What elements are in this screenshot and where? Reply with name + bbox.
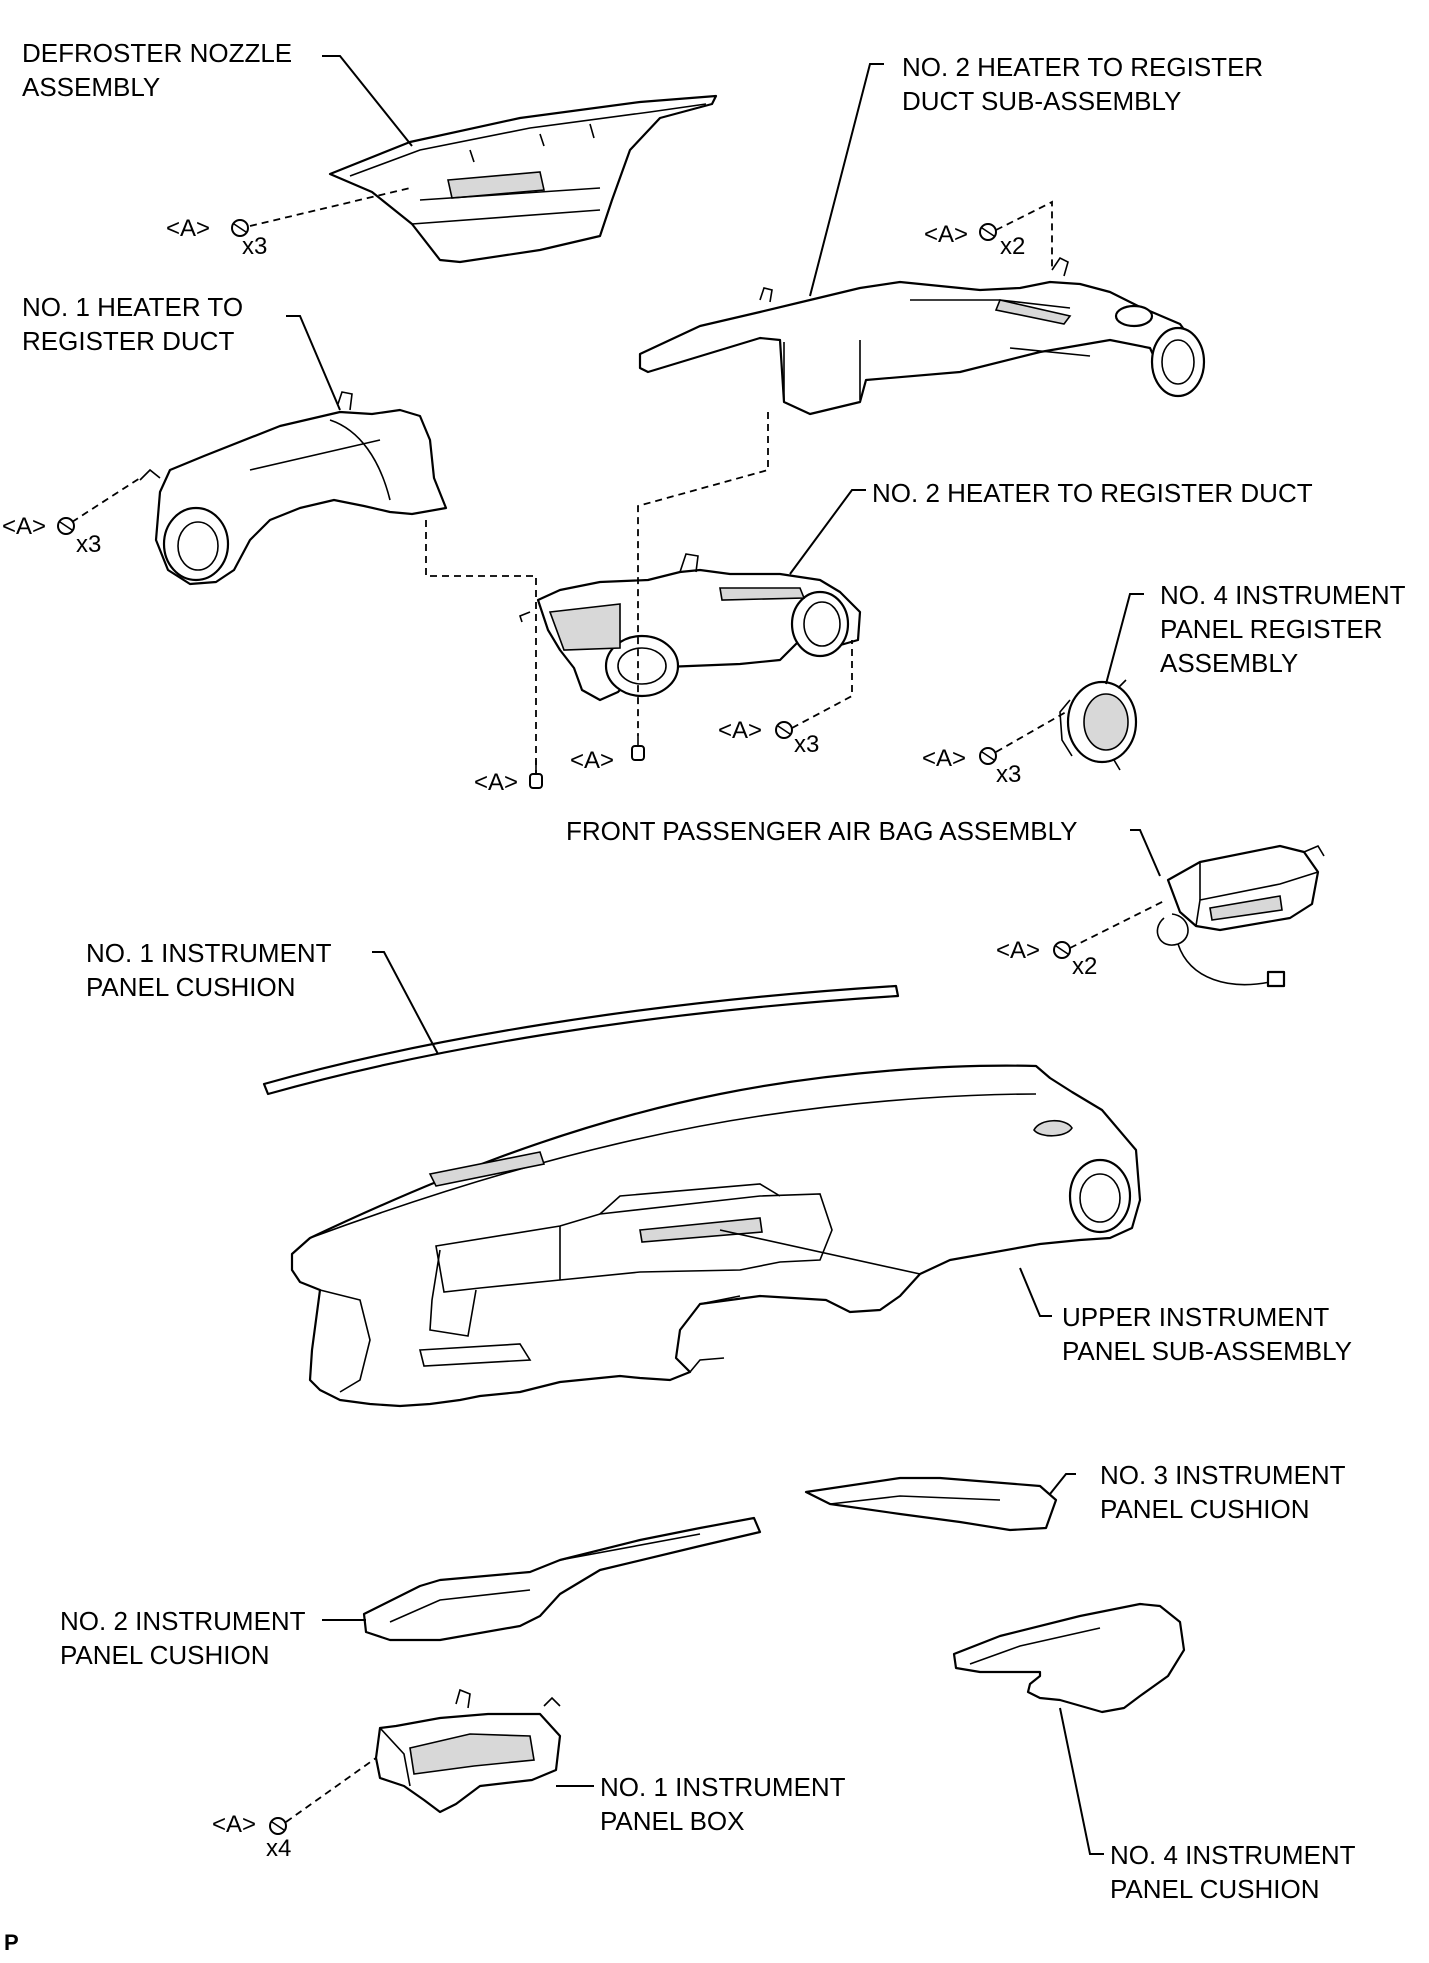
upper-panel-drawing [290, 1064, 1142, 1408]
no1-heater-duct-drawing [139, 391, 448, 586]
label-line: NO. 4 INSTRUMENT [1110, 1840, 1356, 1870]
fastener-qty: x3 [996, 761, 1022, 788]
bolt-icon [269, 1817, 287, 1835]
label-line: DUCT SUB-ASSEMBLY [902, 86, 1182, 116]
label-line: PANEL REGISTER [1160, 614, 1383, 644]
label-no4-panel-cushion: NO. 4 INSTRUMENT PANEL CUSHION [1110, 1838, 1356, 1906]
leader-lines [286, 55, 1161, 1855]
label-defroster-nozzle-assembly: DEFROSTER NOZZLE ASSEMBLY [22, 36, 292, 104]
register-drawing [1059, 679, 1138, 771]
label-upper-panel-sub-assembly: UPPER INSTRUMENT PANEL SUB-ASSEMBLY [1062, 1300, 1352, 1368]
fastener-qty: x3 [794, 731, 820, 758]
fastener-qty: x3 [76, 531, 102, 558]
bolt-icon [57, 517, 75, 535]
label-line: DEFROSTER NOZZLE [22, 38, 293, 68]
label-line: UPPER INSTRUMENT [1062, 1302, 1330, 1332]
label-line: ASSEMBLY [1160, 648, 1299, 678]
fastener-tag: <A> [166, 215, 211, 242]
fastener-qty: x4 [266, 1835, 292, 1862]
fastener-tag: <A> [212, 1811, 257, 1838]
label-no2-heater-duct: NO. 2 HEATER TO REGISTER DUCT [872, 476, 1313, 510]
label-line: ASSEMBLY [22, 72, 161, 102]
fastener-qty: x2 [1072, 953, 1098, 980]
no4-cushion-drawing [952, 1602, 1186, 1714]
label-line: FRONT PASSENGER AIR BAG ASSEMBLY [566, 816, 1078, 846]
no1-cushion-drawing [262, 984, 900, 1096]
label-no1-heater-duct: NO. 1 HEATER TO REGISTER DUCT [22, 290, 243, 358]
dashed-alignment-lines [71, 187, 1167, 1823]
label-line: PANEL SUB-ASSEMBLY [1062, 1336, 1352, 1366]
label-line: PANEL CUSHION [86, 972, 296, 1002]
label-line: PANEL CUSHION [1110, 1874, 1320, 1904]
label-line: NO. 2 HEATER TO REGISTER [902, 52, 1264, 82]
label-line: PANEL BOX [600, 1806, 745, 1836]
label-line: REGISTER DUCT [22, 326, 235, 356]
corner-code: P [4, 1930, 19, 1955]
fastener-tag: <A> [2, 513, 47, 540]
no2-heater-duct-drawing [519, 553, 862, 702]
label-no3-panel-cushion: NO. 3 INSTRUMENT PANEL CUSHION [1100, 1458, 1346, 1526]
duct-sub-assembly-drawing [638, 256, 1206, 416]
label-line: NO. 4 INSTRUMENT [1160, 580, 1406, 610]
label-line: PANEL CUSHION [1100, 1494, 1310, 1524]
fastener-qty: x3 [242, 233, 268, 260]
label-no1-panel-box: NO. 1 INSTRUMENT PANEL BOX [600, 1770, 846, 1838]
fastener-tag: <A> [922, 745, 967, 772]
bolt-icon [631, 736, 645, 761]
label-no1-panel-cushion: NO. 1 INSTRUMENT PANEL CUSHION [86, 936, 332, 1004]
label-no4-register-assembly: NO. 4 INSTRUMENT PANEL REGISTER ASSEMBLY [1160, 578, 1406, 680]
label-line: NO. 1 INSTRUMENT [86, 938, 332, 968]
bolt-icon [529, 760, 543, 789]
airbag-drawing [1156, 844, 1325, 988]
label-line: NO. 1 INSTRUMENT [600, 1772, 846, 1802]
bolt-icon [231, 219, 249, 237]
no2-cushion-drawing [362, 1516, 762, 1642]
fastener-tag: <A> [718, 717, 763, 744]
label-front-passenger-airbag: FRONT PASSENGER AIR BAG ASSEMBLY [566, 814, 1077, 848]
fastener-tag: <A> [570, 747, 615, 774]
label-no2-heater-duct-sub-assembly: NO. 2 HEATER TO REGISTER DUCT SUB-ASSEMB… [902, 50, 1263, 118]
label-line: NO. 2 INSTRUMENT [60, 1606, 306, 1636]
bolt-icon [1053, 941, 1071, 959]
fastener-tag: <A> [924, 221, 969, 248]
bolt-icon [979, 223, 997, 241]
bolt-icon [775, 721, 793, 739]
label-line: NO. 2 HEATER TO REGISTER DUCT [872, 478, 1313, 508]
no3-cushion-drawing [804, 1476, 1058, 1532]
label-no2-panel-cushion: NO. 2 INSTRUMENT PANEL CUSHION [60, 1604, 306, 1672]
label-line: NO. 1 HEATER TO [22, 292, 244, 322]
bolt-icon [979, 747, 997, 765]
bolts [57, 219, 1071, 1835]
label-line: NO. 3 INSTRUMENT [1100, 1460, 1346, 1490]
fastener-tag: <A> [996, 937, 1041, 964]
no1-box-drawing [374, 1688, 562, 1814]
fastener-tag: <A> [474, 769, 519, 796]
fastener-qty: x2 [1000, 233, 1026, 260]
defroster-nozzle-drawing [328, 94, 718, 264]
label-line: PANEL CUSHION [60, 1640, 270, 1670]
